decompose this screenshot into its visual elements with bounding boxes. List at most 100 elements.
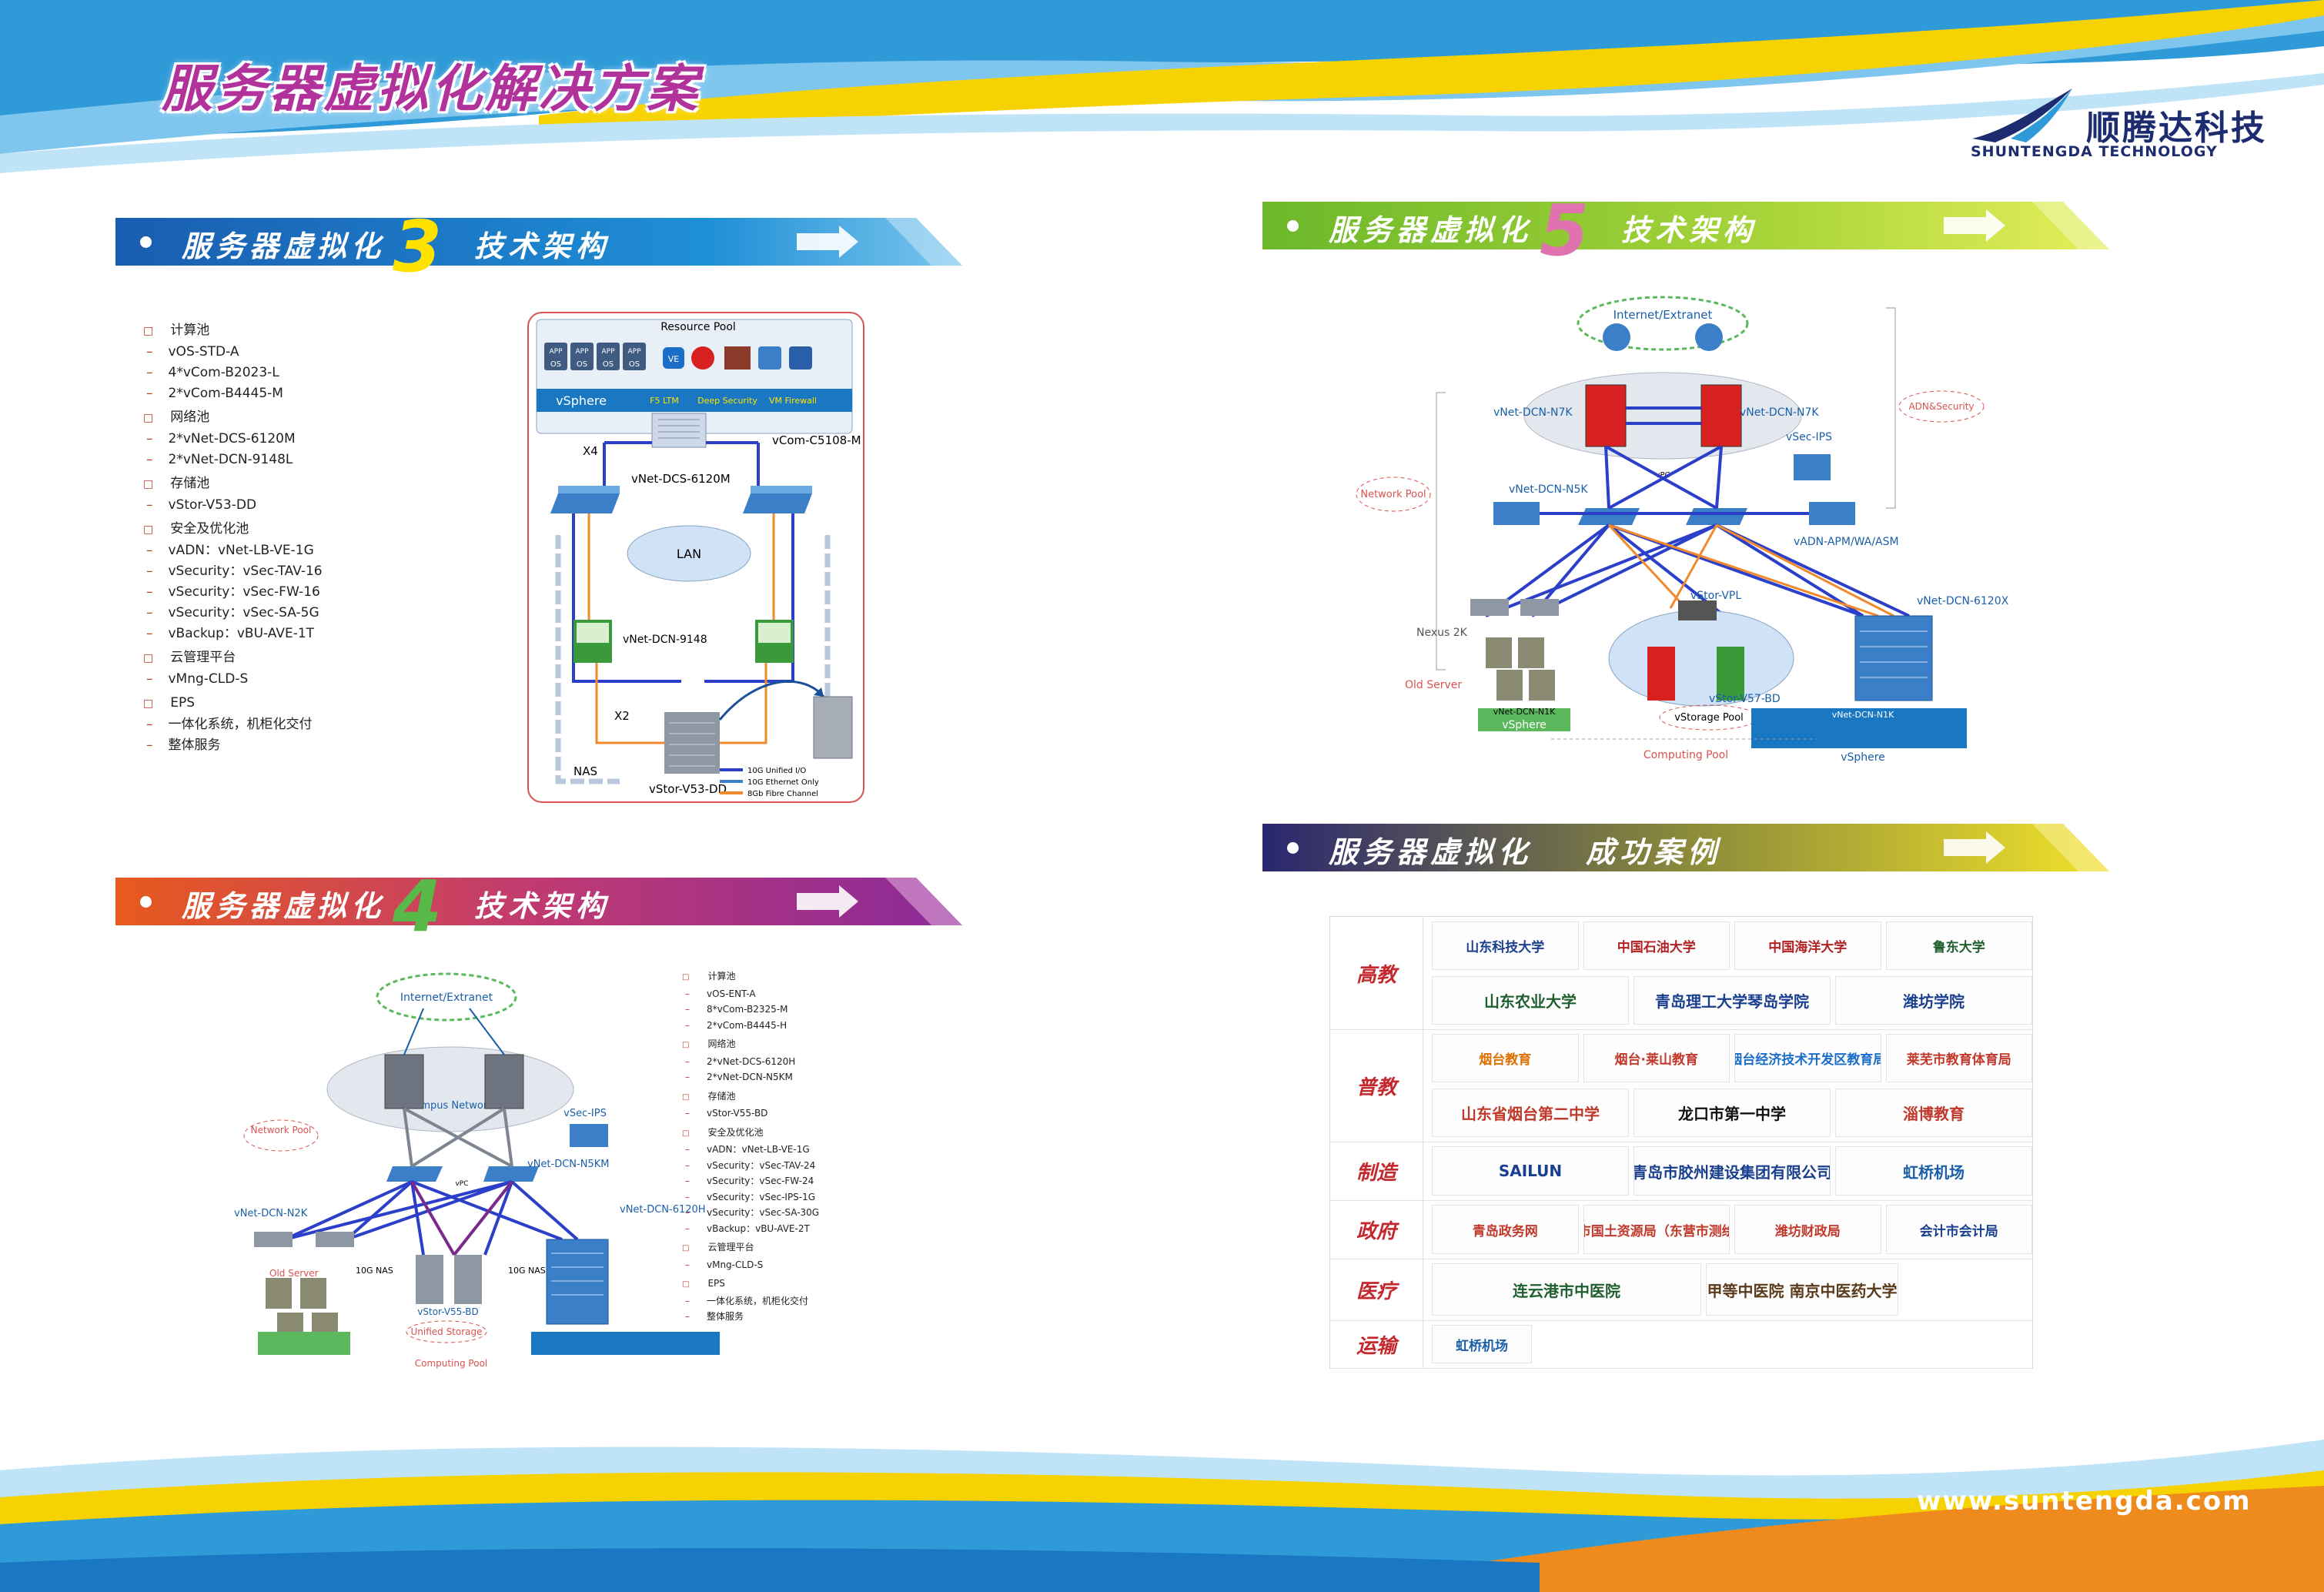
section-5-architecture-diagram: Internet/Extranet vPC vNet-DCN-N7K vNet-… <box>1356 296 2009 764</box>
client-logo: 鲁东大学 <box>1885 921 2032 970</box>
spec-item: vMng-CLD-S <box>682 1257 913 1273</box>
spec-item: vSecurity：vSec-FW-16 <box>143 582 405 603</box>
svg-text:10G NAS: 10G NAS <box>508 1266 546 1276</box>
svg-text:OS: OS <box>577 360 587 369</box>
spec-heading: 网络池 <box>143 407 405 429</box>
spec-item: vSecurity：vSec-FW-24 <box>682 1173 913 1189</box>
section-4-spec-list: 计算池vOS-ENT-A8*vCom-B2325-M2*vCom-B4445-H… <box>682 965 913 1325</box>
company-name-cn: 顺腾达科技 <box>2086 109 2267 148</box>
svg-text:vADN-APM/WA/ASM: vADN-APM/WA/ASM <box>1794 536 1899 548</box>
section-4-suffix: 技术架构 <box>474 889 610 923</box>
vsphere-label: vSphere <box>556 393 607 408</box>
svg-text:vNet-DCN-N1K: vNet-DCN-N1K <box>1832 710 1894 720</box>
spec-heading: 网络池 <box>682 1036 913 1054</box>
svg-text:vSphere: vSphere <box>282 1355 326 1367</box>
svg-text:10G NAS: 10G NAS <box>356 1266 393 1276</box>
svg-text:vSphere: vSphere <box>594 1355 638 1367</box>
svg-text:8Gb Fibre Channel: 8Gb Fibre Channel <box>747 790 818 798</box>
case-row: 高教山东科技大学中国石油大学中国海洋大学鲁东大学山东农业大学青岛理工大学琴岛学院… <box>1330 917 2032 1030</box>
page-title: 服务器虚拟化解决方案 <box>162 59 701 119</box>
header-wave-graphic <box>0 0 2324 173</box>
n7k-left-icon <box>1585 384 1627 447</box>
n5km-switch-left-icon <box>386 1166 443 1182</box>
client-logo: 虹桥机场 <box>1835 1146 2032 1196</box>
client-logo: 青岛理工大学琴岛学院 <box>1633 976 1831 1025</box>
resource-pool-label: Resource Pool <box>660 321 736 333</box>
spec-item: vSecurity：vSec-SA-5G <box>143 603 405 624</box>
svg-text:vNet-DCN-N5KM: vNet-DCN-N5KM <box>527 1159 609 1170</box>
svg-text:10G Ethernet Only: 10G Ethernet Only <box>747 778 819 787</box>
dcs-switch-right-icon <box>743 486 812 513</box>
section-4-architecture-diagram: Internet/Extranet Campus Network vSec-IP… <box>234 972 720 1369</box>
client-logo: SAILUN <box>1432 1146 1629 1196</box>
internet-cloud-icon <box>376 972 517 1022</box>
section-4-prefix: 服务器虚拟化 <box>182 889 386 923</box>
svg-text:X4: X4 <box>583 444 598 458</box>
svg-text:vSec-IPS: vSec-IPS <box>1786 431 1832 443</box>
client-logo: 烟台经济技术开发区教育局 <box>1734 1034 1881 1082</box>
core-switch-right-icon <box>484 1054 524 1109</box>
section-5-suffix: 技术架构 <box>1621 213 1757 247</box>
client-logo: 山东农业大学 <box>1432 976 1629 1025</box>
spec-heading: 存储池 <box>682 1089 913 1106</box>
svg-text:Internet/Extranet: Internet/Extranet <box>1613 308 1713 322</box>
spec-item: vSecurity：vSec-IPS-1G <box>682 1189 913 1206</box>
section-5-number: 5 <box>1540 189 1590 272</box>
svg-text:OS: OS <box>550 360 561 369</box>
n5km-switch-right-icon <box>483 1166 539 1182</box>
spec-item: vSecurity：vSec-TAV-16 <box>143 561 405 582</box>
client-logo: 青岛市胶州建设集团有限公司 <box>1633 1146 1831 1196</box>
client-logo: 东营市国土资源局（东营市测绘局） <box>1583 1205 1730 1254</box>
svg-text:vNet-DCN-N7K: vNet-DCN-N7K <box>1740 406 1819 419</box>
client-logo: 莱芜市教育体育局 <box>1885 1034 2032 1082</box>
client-logo: 中国海洋大学 <box>1734 921 1881 970</box>
old-server-icon <box>1486 637 1555 701</box>
spec-heading: 安全及优化池 <box>143 519 405 540</box>
case-category: 高教 <box>1330 917 1423 1029</box>
sec-ips-icon <box>1794 454 1831 480</box>
svg-text:Computing Pool: Computing Pool <box>415 1358 488 1369</box>
client-logo: 龙口市第一中学 <box>1633 1089 1831 1137</box>
client-logo: 青岛政务网 <box>1432 1205 1579 1254</box>
svg-text:vStorage Pool: vStorage Pool <box>1674 712 1744 724</box>
svg-text:vNet-DCS-6120M: vNet-DCS-6120M <box>631 472 731 486</box>
section-3-suffix: 技术架构 <box>474 229 610 263</box>
spec-heading: 计算池 <box>682 968 913 986</box>
svg-text:VE: VE <box>668 354 680 364</box>
client-logo: 山东省烟台第二中学 <box>1432 1089 1629 1137</box>
svg-text:vNet-DCN-N2K: vNet-DCN-N2K <box>234 1208 308 1219</box>
case-category: 普教 <box>1330 1029 1423 1142</box>
svg-text:Internet/Extranet: Internet/Extranet <box>400 992 493 1004</box>
tape-library-icon <box>813 696 853 759</box>
svg-text:vStor-V57-BD: vStor-V57-BD <box>1709 693 1781 705</box>
website-label[interactable]: www.suntengda.com <box>1917 1486 2252 1517</box>
svg-text:vNet-DCN-6120X: vNet-DCN-6120X <box>1917 595 2009 607</box>
client-logo: 国家三级甲等中医院 南京中医药大学附属医院 <box>1706 1263 1898 1316</box>
case-row: 运输虹桥机场 <box>1330 1320 2032 1369</box>
svg-text:Old Server: Old Server <box>269 1268 319 1279</box>
client-logo: 虹桥机场 <box>1432 1325 1532 1363</box>
spec-item: vOS-ENT-A <box>682 986 913 1002</box>
svg-text:10G Unified I/O: 10G Unified I/O <box>747 767 806 775</box>
section-3-number: 3 <box>393 206 443 288</box>
case-row: 普教烟台教育烟台·莱山教育烟台经济技术开发区教育局莱芜市教育体育局山东省烟台第二… <box>1330 1029 2032 1142</box>
client-logo: 烟台·莱山教育 <box>1583 1034 1730 1082</box>
section-5-banner: 服务器虚拟化 5 技术架构 <box>1262 189 2109 272</box>
case-category: 医疗 <box>1330 1259 1423 1320</box>
svg-text:vNet-DCN-N7K: vNet-DCN-N7K <box>1493 406 1573 419</box>
spec-heading: 存储池 <box>143 473 405 495</box>
svg-text:vStor-V53-DD: vStor-V53-DD <box>649 782 727 796</box>
svg-text:vNet-DCN-N5K: vNet-DCN-N5K <box>1509 483 1588 496</box>
svg-text:Old Server: Old Server <box>1405 679 1462 691</box>
svg-text:vNet-DCN-N1K: vNet-DCN-N1K <box>1493 707 1556 717</box>
svg-text:F5 LTM: F5 LTM <box>650 396 679 406</box>
footer-wave-graphic <box>0 1440 2324 1592</box>
spec-item: 一体化系统，机柜化交付 <box>143 714 405 735</box>
n7k-right-icon <box>1700 384 1742 447</box>
success-cases-table: 高教山东科技大学中国石油大学中国海洋大学鲁东大学山东农业大学青岛理工大学琴岛学院… <box>1329 916 2033 1369</box>
spec-item: vSecurity：vSec-TAV-24 <box>682 1158 913 1174</box>
vstor-v55-icon <box>416 1255 482 1304</box>
